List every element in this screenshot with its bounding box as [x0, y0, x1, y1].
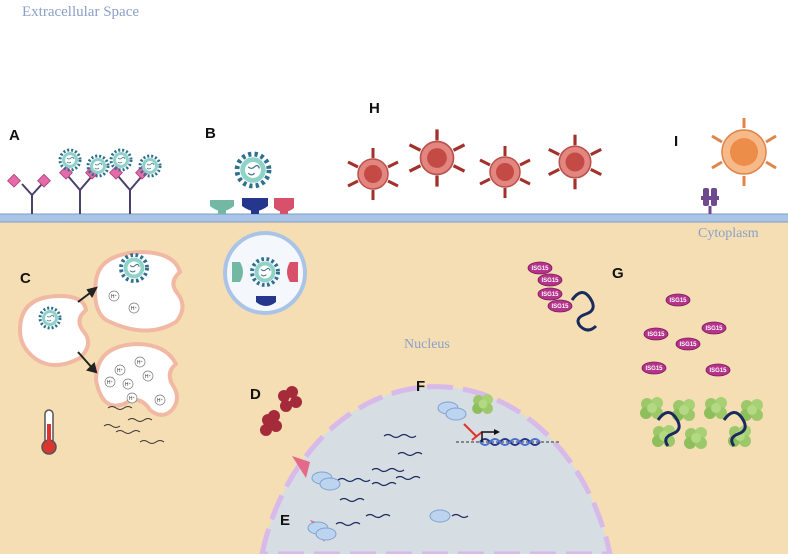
panel-e-translation — [292, 433, 469, 542]
proton-label: H⁺ — [131, 306, 138, 312]
nk-cell-icon — [547, 133, 603, 191]
isg15-label: ISG15 — [679, 342, 697, 348]
isg15-label: ISG15 — [541, 292, 559, 298]
virus-icon — [109, 148, 133, 172]
isg15-label: ISG15 — [647, 332, 665, 338]
proton-label: H⁺ — [107, 380, 114, 386]
panel-letter-b: B — [205, 125, 216, 142]
panel-b-receptors — [210, 154, 294, 214]
panel-letter-f: F — [416, 378, 426, 395]
isg15-cluster — [527, 261, 598, 332]
isg15-label: ISG15 — [541, 278, 559, 284]
proton-label: H⁺ — [111, 294, 118, 300]
panel-i-cell — [701, 118, 777, 214]
proton-label: H⁺ — [145, 374, 152, 380]
thermometer-icon — [41, 409, 57, 455]
isg15-label: ISG15 — [705, 326, 723, 332]
extracellular-label: Extracellular Space — [22, 4, 140, 20]
isg15-label: ISG15 — [551, 304, 569, 310]
virus-icon — [58, 148, 82, 172]
nucleus-label: Nucleus — [404, 337, 450, 352]
isg15-label: ISG15 — [645, 366, 663, 372]
virus-icon — [237, 154, 269, 186]
panel-c-endosomes — [17, 249, 185, 444]
proton-label: H⁺ — [129, 396, 136, 402]
panel-letter-a: A — [9, 127, 20, 144]
panel-a-antibodies — [7, 148, 162, 214]
proton-label: H⁺ — [157, 398, 164, 404]
nk-cell-icon — [407, 127, 467, 189]
panel-letter-e: E — [280, 512, 291, 529]
proton-label: H⁺ — [125, 382, 132, 388]
isg15-label: ISG15 — [669, 298, 687, 304]
isg15-label: ISG15 — [531, 266, 549, 272]
isg15-label: ISG15 — [709, 368, 727, 374]
proton-label: H⁺ — [137, 360, 144, 366]
plasma-membrane — [0, 214, 788, 222]
panel-letter-c: C — [20, 270, 31, 287]
panel-letter-d: D — [250, 386, 261, 403]
nk-cell-icon — [346, 146, 400, 202]
nucleus — [258, 384, 614, 557]
panel-d-proteins — [260, 386, 302, 436]
proton-label: H⁺ — [117, 368, 124, 374]
panel-g-ribosomes — [640, 397, 763, 449]
panel-letter-i: I — [674, 133, 679, 150]
panel-letter-h: H — [369, 100, 380, 117]
panel-b-endosome — [223, 231, 307, 315]
panel-letter-g: G — [612, 265, 624, 282]
nk-cell-icon — [478, 144, 532, 200]
panel-f-transcription — [437, 394, 560, 446]
cytoplasm-label: Cytoplasm — [698, 226, 759, 241]
